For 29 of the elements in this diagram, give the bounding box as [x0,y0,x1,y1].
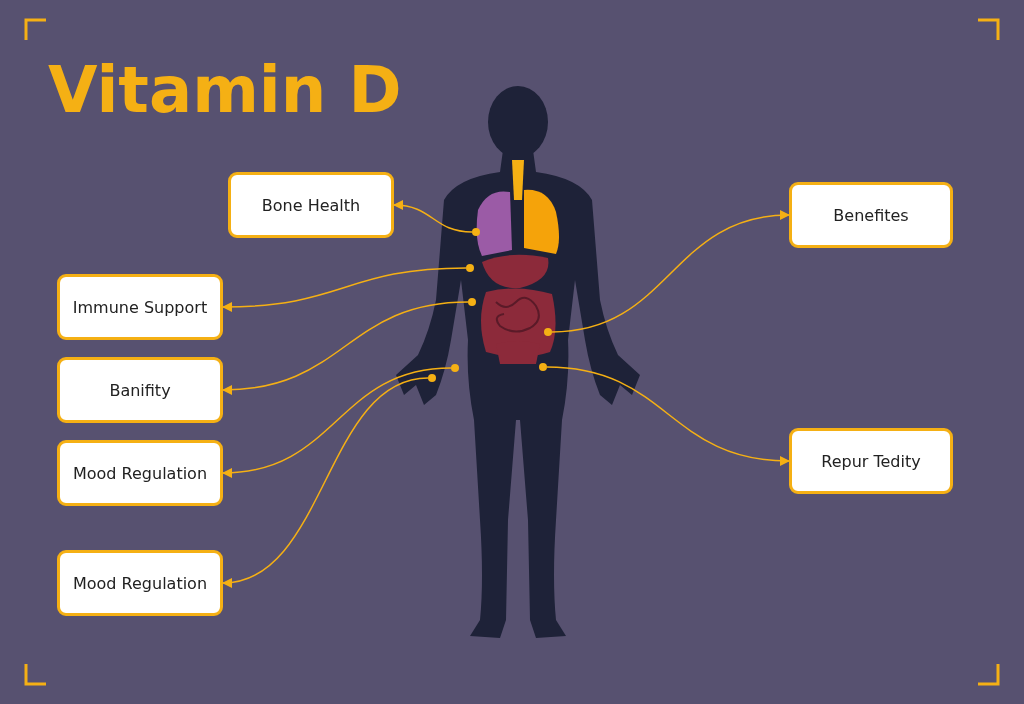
benefit-label: Bone Health [261,195,361,215]
anchor-dot [472,228,480,236]
label-box [789,428,953,494]
benefit-label: Immune Support [72,297,208,317]
leader-line [222,267,467,312]
anchor-dot [468,298,476,306]
anchor-dot [428,374,436,382]
leader-line [222,377,429,587]
leader-line [222,301,469,395]
benefit-label: Mood Regulation [72,573,208,593]
benefit-label: Repur Tedity [821,451,921,471]
anchor-dot [451,364,459,372]
leader-line [551,210,790,333]
anchor-dot [466,264,474,272]
label-box [228,172,394,238]
anchor-dot [544,328,552,336]
label-box [57,274,223,340]
leader-line [393,200,473,233]
title: Vitamin D [48,58,402,122]
label-box [57,440,223,506]
anchor-dot [539,363,547,371]
benefit-label: Benefites [833,205,909,225]
leader-line [546,366,790,466]
benefit-label: Mood Regulation [72,463,208,483]
label-box [789,182,953,248]
benefit-label: Banifity [109,380,171,400]
label-box [57,550,223,616]
label-box [57,357,223,423]
leader-line [222,367,452,478]
